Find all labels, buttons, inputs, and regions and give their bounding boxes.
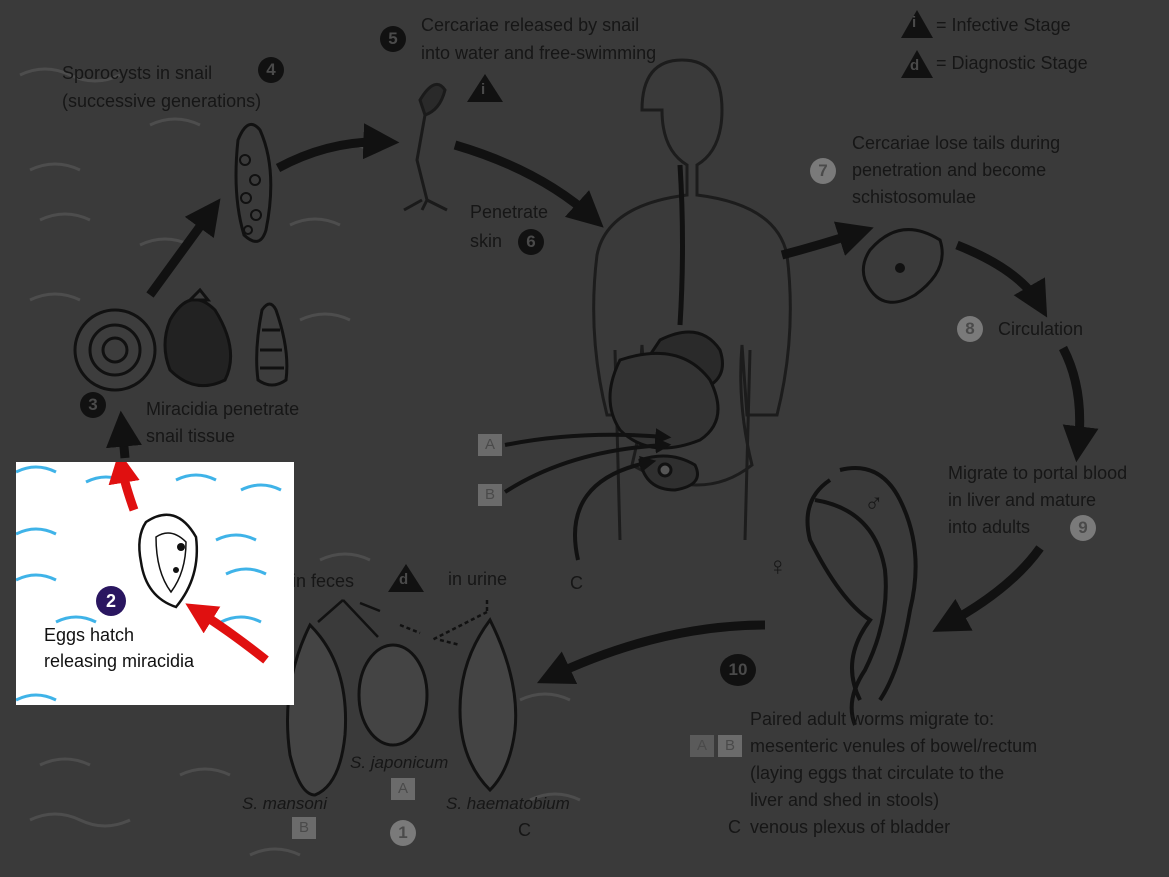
- adult-label-c: C: [728, 814, 741, 841]
- step-6-line1: Penetrate: [470, 199, 548, 226]
- step-3-line1: Miracidia penetrate: [146, 396, 299, 423]
- in-urine-label: in urine: [448, 566, 507, 593]
- step-7-number: 7: [810, 158, 836, 184]
- infective-stage-icon: [900, 8, 934, 40]
- step-3-line2: snail tissue: [146, 423, 235, 450]
- s-haematobium-letter: C: [518, 817, 531, 844]
- diagnostic-stage-label: = Diagnostic Stage: [936, 50, 1088, 77]
- step-8-number: 8: [957, 316, 983, 342]
- step-9-line1: Migrate to portal blood: [948, 460, 1127, 487]
- step-5-line2: into water and free-swimming: [421, 40, 656, 67]
- sporocyst-illustration: [236, 124, 271, 241]
- s-mansoni-label: S. mansoni: [242, 790, 327, 817]
- s-japonicum-letter: A: [391, 778, 415, 800]
- cercaria-illustration: [404, 84, 447, 210]
- step-2-highlight-panel: 2 Eggs hatch releasing miracidia: [16, 462, 294, 705]
- in-feces-label: in feces: [292, 568, 354, 595]
- step-10-line3: (laying eggs that circulate to the: [750, 760, 1004, 787]
- body-label-a: A: [478, 434, 502, 456]
- body-label-b: B: [478, 484, 502, 506]
- step-10-line2: mesenteric venules of bowel/rectum: [750, 733, 1037, 760]
- step-7-line3: schistosomulae: [852, 184, 976, 211]
- diagnostic-stage-marker-letter: d: [399, 566, 408, 593]
- step-10-line1: Paired adult worms migrate to:: [750, 706, 994, 733]
- step-2-line2: releasing miracidia: [44, 648, 194, 674]
- step-5-line1: Cercariae released by snail: [421, 12, 639, 39]
- adult-label-b: B: [718, 735, 742, 757]
- schistosomulum-illustration: [863, 230, 942, 303]
- step-1-number: 1: [390, 820, 416, 846]
- s-japonicum-label: S. japonicum: [350, 749, 448, 776]
- s-mansoni-letter: B: [292, 817, 316, 839]
- step-2-number: 2: [96, 586, 126, 616]
- step-10-line5: venous plexus of bladder: [750, 814, 950, 841]
- diagnostic-stage-letter: d: [910, 52, 919, 79]
- step-7-line2: penetration and become: [852, 157, 1046, 184]
- infective-stage-letter: i: [912, 9, 916, 36]
- infective-stage-marker-letter: i: [481, 76, 485, 103]
- miracidium-illustration: [139, 515, 196, 607]
- snails-illustration: [75, 290, 287, 390]
- female-symbol: ♀: [768, 553, 788, 580]
- adult-label-a: A: [690, 735, 714, 757]
- step-6-number: 6: [518, 229, 544, 255]
- adult-worms-illustration: [808, 468, 916, 725]
- step-6-line2: skin: [470, 228, 502, 255]
- step-4-line2: (successive generations): [62, 88, 261, 115]
- step-7-line1: Cercariae lose tails during: [852, 130, 1060, 157]
- step-8-label: Circulation: [998, 316, 1083, 343]
- body-arrows: [505, 435, 665, 560]
- body-label-c: C: [570, 570, 583, 597]
- step-10-line4: liver and shed in stools): [750, 787, 939, 814]
- male-symbol: ♂: [864, 490, 884, 517]
- step-9-line2: in liver and mature: [948, 487, 1096, 514]
- step-9-line3: into adults: [948, 514, 1030, 541]
- step-2-line1: Eggs hatch: [44, 622, 134, 648]
- s-haematobium-label: S. haematobium: [446, 790, 570, 817]
- egg-connector-lines: [318, 600, 487, 645]
- step-5-number: 5: [380, 26, 406, 52]
- infective-stage-label: = Infective Stage: [936, 12, 1071, 39]
- step-9-number: 9: [1070, 515, 1096, 541]
- step-4-number: 4: [258, 57, 284, 83]
- step-10-number: 10: [720, 654, 756, 686]
- step-3-number: 3: [80, 392, 106, 418]
- step-4-line1: Sporocysts in snail: [62, 60, 212, 87]
